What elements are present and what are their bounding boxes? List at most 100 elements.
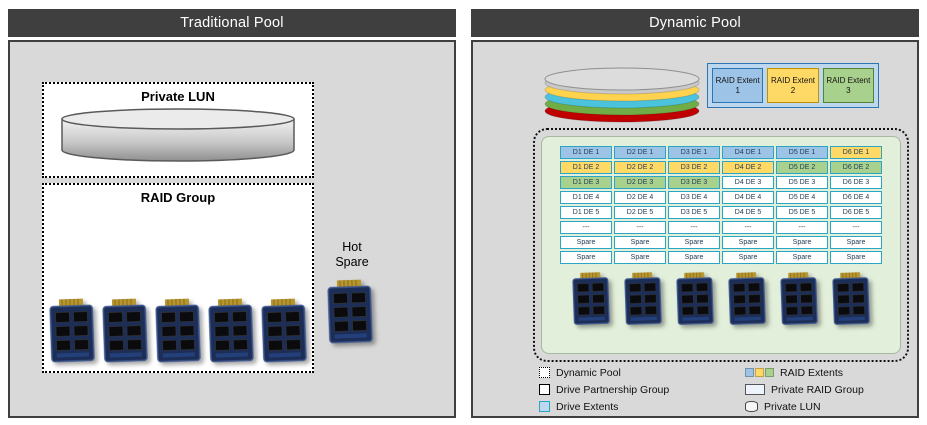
ssd-drive-icon (207, 298, 255, 364)
ssd-drive-icon (101, 298, 149, 364)
drive-extent-cell: D5 DE 3 (776, 176, 828, 189)
legend-item: RAID Extents (745, 364, 864, 381)
legend-item: Private RAID Group (745, 381, 864, 398)
drive-extent-cell: D3 DE 3 (668, 176, 720, 189)
drive-extent-cell: D1 DE 5 (560, 206, 612, 219)
drive-extent-cell: D2 DE 3 (614, 176, 666, 189)
drive-extent-cell: --- (776, 221, 828, 234)
drive-extent-cell: D2 DE 2 (614, 161, 666, 174)
drive-extent-cell: D5 DE 2 (776, 161, 828, 174)
blue-box-icon (539, 401, 550, 412)
drive-extent-cell: D6 DE 1 (830, 146, 882, 159)
drive-extent-cell: D1 DE 1 (560, 146, 612, 159)
ssd-drive-icon (727, 271, 767, 326)
dotted-box-icon (539, 367, 550, 378)
traditional-pool-title: Traditional Pool (180, 15, 284, 31)
drive-extent-cell: D6 DE 5 (830, 206, 882, 219)
hot-spare-drive (326, 279, 374, 345)
private-lun-box: Private LUN (42, 82, 314, 178)
raid-group-label: RAID Group (140, 190, 216, 205)
hot-spare-label: Hot Spare (335, 240, 369, 269)
legend-item: Drive Extents (539, 398, 669, 415)
legend-label: Private RAID Group (771, 383, 864, 396)
ssd-drive-icon (571, 271, 611, 326)
drive-extent-cell: D5 DE 5 (776, 206, 828, 219)
drive-extent-cell: Spare (830, 251, 882, 264)
drive-extent-cell: D5 DE 1 (776, 146, 828, 159)
drive-extent-cell: D6 DE 4 (830, 191, 882, 204)
ssd-drive-icon (779, 271, 819, 326)
legend-item: Dynamic Pool (539, 364, 669, 381)
striped-lun-cylinder-icon (544, 67, 700, 123)
traditional-pool-panel: Private LUN RAID Group Hot Spare (8, 40, 456, 418)
dynamic-pool-header: Dynamic Pool (471, 9, 919, 37)
private-lun-label: Private LUN (141, 89, 215, 104)
drive-extent-cell: --- (560, 221, 612, 234)
raid-extent-box: RAID Extent 3 (822, 68, 874, 103)
solid-box-icon (539, 384, 550, 395)
drive-extent-cell: D3 DE 5 (668, 206, 720, 219)
drive-extent-cell: D3 DE 2 (668, 161, 720, 174)
drive-extent-cell: Spare (668, 251, 720, 264)
ssd-drive-icon (260, 298, 308, 364)
drive-extent-cell: D1 DE 2 (560, 161, 612, 174)
dynamic-pool-drives (542, 272, 900, 326)
legend-item: Drive Partnership Group (539, 381, 669, 398)
raid-extent-box: RAID Extent 1 (712, 68, 764, 103)
legend-label: Drive Extents (556, 400, 619, 413)
drive-extent-cell: Spare (830, 236, 882, 249)
cylinder-icon (745, 401, 758, 412)
ssd-drive-icon (154, 298, 202, 364)
dynamic-pool-boundary (533, 128, 909, 362)
raid-extents-swatch-icon (745, 368, 774, 377)
drive-extent-cell: D2 DE 5 (614, 206, 666, 219)
ssd-drive-icon (675, 271, 715, 326)
ssd-drive-icon (623, 271, 663, 326)
drive-extent-cell: D3 DE 1 (668, 146, 720, 159)
drive-extent-cell: Spare (668, 236, 720, 249)
drive-extent-cell: --- (614, 221, 666, 234)
drive-extent-cell: D6 DE 3 (830, 176, 882, 189)
legend-label: Private LUN (764, 400, 821, 413)
drive-extent-cell: D5 DE 4 (776, 191, 828, 204)
drive-extent-cell: Spare (614, 236, 666, 249)
dynamic-pool-title: Dynamic Pool (649, 15, 741, 31)
private-lun-cylinder-icon (61, 108, 295, 162)
drive-extent-cell: D4 DE 4 (722, 191, 774, 204)
ssd-drive-icon (326, 279, 374, 345)
ssd-drive-icon (831, 271, 871, 326)
drive-extent-cell: Spare (560, 251, 612, 264)
drive-extent-cell: D4 DE 3 (722, 176, 774, 189)
legend-label: Dynamic Pool (556, 366, 621, 379)
drive-extent-cell: D6 DE 2 (830, 161, 882, 174)
drive-extent-cell: D4 DE 1 (722, 146, 774, 159)
drive-extent-cell: D4 DE 5 (722, 206, 774, 219)
drive-extent-cell: D1 DE 3 (560, 176, 612, 189)
drive-extent-cell: D2 DE 4 (614, 191, 666, 204)
drive-extent-cell: --- (722, 221, 774, 234)
drive-extent-cell: D4 DE 2 (722, 161, 774, 174)
drive-extent-cell: D3 DE 4 (668, 191, 720, 204)
drive-extent-cell: D2 DE 1 (614, 146, 666, 159)
raid-group-box: RAID Group (42, 183, 314, 373)
drive-extent-cell: Spare (614, 251, 666, 264)
legend-label: Drive Partnership Group (556, 383, 670, 396)
legend-label: RAID Extents (780, 366, 844, 379)
drive-extent-cell: D1 DE 4 (560, 191, 612, 204)
drive-extent-cell: Spare (722, 251, 774, 264)
traditional-pool-header: Traditional Pool (8, 9, 456, 37)
raid-extents-container: RAID Extent 1 RAID Extent 2 RAID Extent … (707, 63, 879, 108)
raid-extent-box: RAID Extent 2 (767, 68, 819, 103)
drive-extent-cell: Spare (776, 251, 828, 264)
drive-extent-cell: --- (668, 221, 720, 234)
dynamic-pool-panel: RAID Extent 1 RAID Extent 2 RAID Extent … (471, 40, 919, 418)
raid-group-drives (44, 298, 312, 364)
drive-extent-cell: Spare (722, 236, 774, 249)
drive-extent-cell: --- (830, 221, 882, 234)
light-box-icon (745, 384, 765, 395)
